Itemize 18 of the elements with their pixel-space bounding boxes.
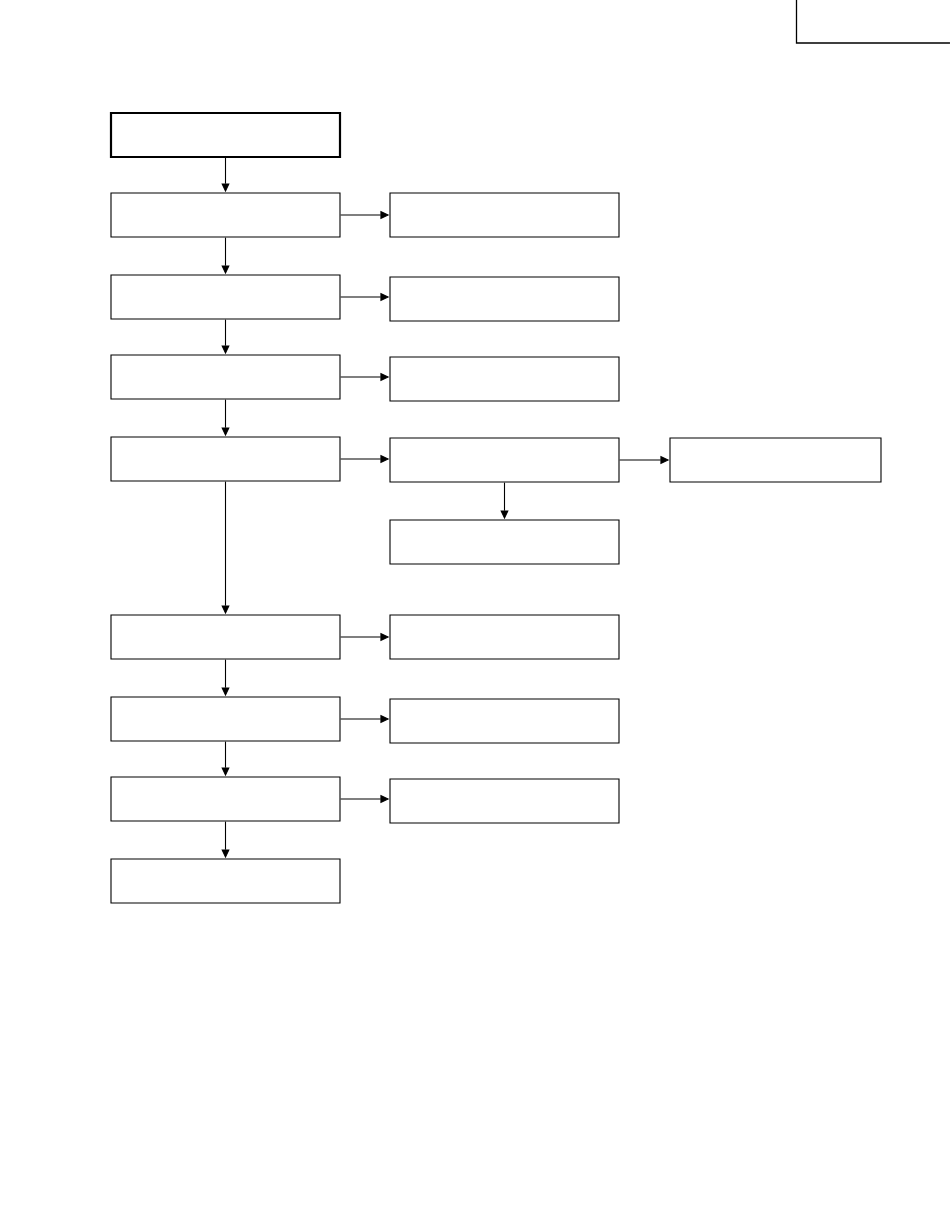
process-box <box>110 274 341 320</box>
process-box <box>110 436 341 482</box>
process-box <box>110 696 341 742</box>
process-box <box>110 354 341 400</box>
process-box <box>389 192 620 238</box>
process-box <box>389 698 620 744</box>
process-box <box>669 437 882 483</box>
process-box <box>389 778 620 824</box>
process-box <box>110 858 341 904</box>
process-box <box>110 614 341 660</box>
process-box <box>389 276 620 322</box>
process-box <box>110 192 341 238</box>
process-box <box>109 111 342 159</box>
process-box <box>389 437 620 483</box>
process-box <box>389 519 620 565</box>
process-box <box>389 356 620 402</box>
process-box <box>110 776 341 822</box>
process-box <box>389 614 620 660</box>
